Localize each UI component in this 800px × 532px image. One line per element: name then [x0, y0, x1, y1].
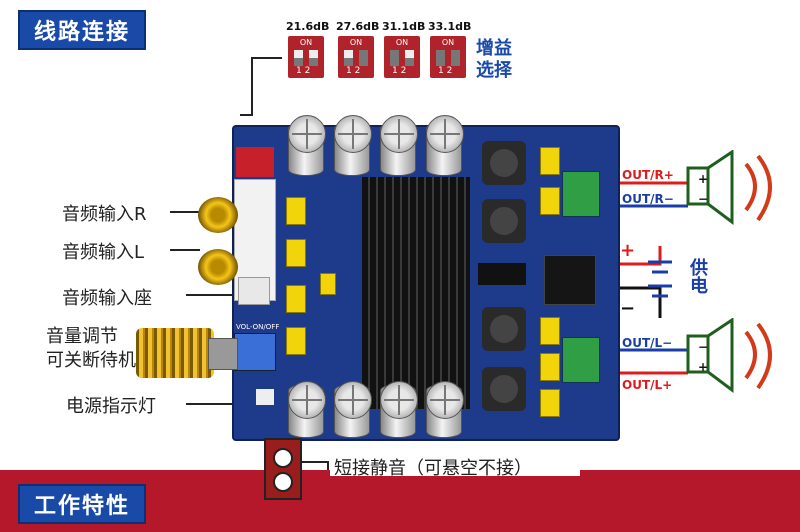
speaker-r-minus: − — [698, 192, 709, 206]
dip-numbers: 1 2 — [296, 66, 311, 76]
led-header — [256, 389, 274, 405]
label-power-led: 电源指示灯 — [66, 396, 156, 417]
jumper-pin — [273, 472, 293, 492]
electrolytic-capacitor — [334, 381, 372, 438]
gain-label-21-6: 21.6dB — [286, 20, 330, 33]
dip-on-label: ON — [349, 38, 363, 47]
label-out-r-plus: OUT/R+ — [622, 168, 674, 182]
gain-label-31-1: 31.1dB — [382, 20, 426, 33]
jumper-pin — [273, 448, 293, 468]
label-out-l-plus: OUT/L+ — [622, 378, 673, 392]
dip-switch-21-6: ON 1 2 — [288, 36, 324, 78]
speaker-l-plus: + — [698, 360, 709, 374]
power-minus-sign: − — [620, 298, 636, 319]
dip-on-label: ON — [299, 38, 313, 47]
speaker-left-icon — [686, 318, 772, 393]
rca-jack-r — [198, 197, 238, 233]
label-out-l-minus: OUT/L− — [622, 336, 673, 350]
volume-pot — [234, 333, 276, 371]
electrolytic-capacitor — [426, 115, 464, 176]
label-volume-2: 可关断待机 — [46, 350, 136, 371]
mute-label-bg — [330, 452, 580, 476]
inductor — [482, 307, 526, 351]
output-terminal-r — [562, 171, 600, 217]
electrolytic-capacitor — [426, 381, 464, 438]
label-power-supply: 供电 — [687, 258, 708, 294]
label-audio-in-r: 音频输入R — [62, 204, 147, 225]
speaker-right-icon — [686, 150, 772, 225]
dip-on-label: ON — [441, 38, 455, 47]
heatsink — [362, 177, 470, 409]
dip-switch-31-1: ON 1 2 — [384, 36, 420, 78]
dip-lever — [436, 50, 445, 66]
dip-lever — [405, 50, 414, 66]
dip-lever — [451, 50, 460, 66]
electrolytic-capacitor — [334, 115, 372, 176]
film-capacitor — [286, 285, 306, 313]
dc-power-jack — [544, 255, 596, 305]
output-terminal-l — [562, 337, 600, 383]
dip-numbers: 1 2 — [346, 66, 361, 76]
gain-select-label-1: 增益 — [476, 38, 512, 59]
electrolytic-capacitor — [288, 115, 326, 176]
dip-lever — [390, 50, 399, 66]
power-plus-sign: + — [620, 240, 636, 261]
dip-on-label: ON — [395, 38, 409, 47]
rca-jack-l — [198, 249, 238, 285]
film-capacitor — [540, 353, 560, 381]
volume-knob — [136, 328, 214, 378]
section-title-connection: 线路连接 — [18, 10, 147, 50]
film-capacitor — [540, 187, 560, 215]
mute-jumper — [264, 438, 302, 500]
label-out-r-minus: OUT/R− — [622, 192, 674, 206]
speaker-r-plus: + — [698, 172, 709, 186]
dip-numbers: 1 2 — [438, 66, 453, 76]
film-capacitor — [540, 389, 560, 417]
electrolytic-capacitor — [288, 381, 326, 438]
label-audio-socket: 音频输入座 — [62, 288, 152, 309]
gain-selection-panel: 21.6dB 27.6dB 31.1dB 33.1dB ON 1 2 ON 1 … — [282, 16, 522, 100]
label-mute: 短接静音（可悬空不接） — [334, 458, 532, 479]
vol-onoff-label: VOL-ON/OFF — [236, 323, 280, 331]
gain-label-27-6: 27.6dB — [336, 20, 380, 33]
dip-lever — [359, 50, 368, 66]
gain-label-33-1: 33.1dB — [428, 20, 472, 33]
ic-chip — [478, 263, 526, 285]
dip-switch-27-6: ON 1 2 — [338, 36, 374, 78]
dip-switch-33-1: ON 1 2 — [430, 36, 466, 78]
speaker-l-minus: − — [698, 340, 709, 354]
film-capacitor — [286, 327, 306, 355]
film-capacitor — [540, 317, 560, 345]
knob-shaft — [208, 338, 238, 370]
film-capacitor — [286, 197, 306, 225]
electrolytic-capacitor — [380, 115, 418, 176]
film-capacitor — [540, 147, 560, 175]
film-capacitor — [320, 273, 336, 295]
board-dip-switch — [236, 147, 274, 177]
label-volume-1: 音量调节 — [46, 326, 118, 347]
dip-lever — [344, 50, 353, 66]
inductor — [482, 141, 526, 185]
audio-socket — [238, 277, 270, 305]
inductor — [482, 367, 526, 411]
section-title-features: 工作特性 — [18, 484, 147, 524]
film-capacitor — [286, 239, 306, 267]
inductor — [482, 199, 526, 243]
dip-numbers: 1 2 — [392, 66, 407, 76]
gain-select-label-2: 选择 — [476, 60, 512, 81]
dip-lever — [294, 50, 303, 66]
dip-lever — [309, 50, 318, 66]
label-audio-in-l: 音频输入L — [62, 242, 145, 263]
electrolytic-capacitor — [380, 381, 418, 438]
